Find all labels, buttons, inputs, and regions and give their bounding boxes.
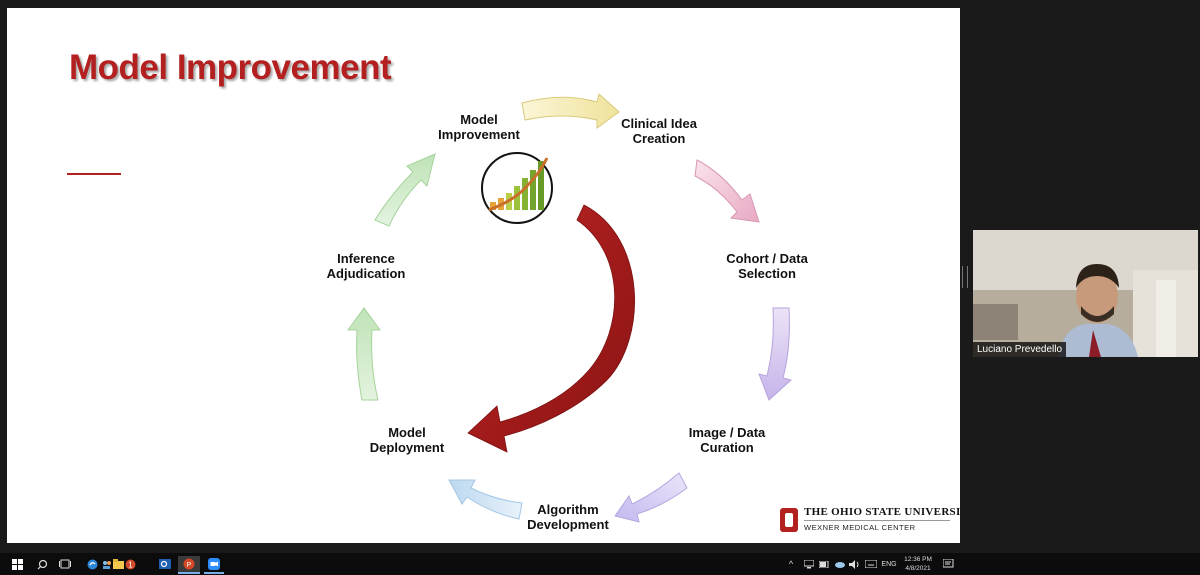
step-label-line: Development xyxy=(527,517,609,532)
store-icon[interactable]: 1 xyxy=(124,556,136,572)
system-clock[interactable]: 12:36 PM 4/8/2021 xyxy=(897,555,939,573)
cycle-arrow-7 xyxy=(374,153,436,227)
step-label-line: Adjudication xyxy=(326,266,406,281)
clock-time: 12:36 PM xyxy=(904,556,932,563)
step-label-line: Creation xyxy=(632,131,686,146)
slide: Model Improvement xyxy=(7,8,960,543)
slide-title: Model Improvement xyxy=(69,48,392,87)
step-label-line: Algorithm xyxy=(537,502,599,517)
zoom-icon[interactable] xyxy=(204,556,224,574)
step-label-line: Curation xyxy=(700,440,754,455)
osu-name: THE OHIO STATE UNIVERSITY xyxy=(804,506,960,518)
step-label-line: Clinical Idea xyxy=(621,116,697,131)
cycle-arrow-5 xyxy=(448,479,523,520)
step-model-deployment: Model Deployment xyxy=(357,425,457,455)
osu-divider xyxy=(804,520,950,521)
clock-date: 4/8/2021 xyxy=(905,565,931,572)
battery-icon[interactable] xyxy=(818,556,830,572)
edge-icon[interactable] xyxy=(86,556,98,572)
step-label-line: Image / Data xyxy=(688,425,766,440)
task-view-icon[interactable] xyxy=(58,556,72,572)
onedrive-icon[interactable] xyxy=(833,556,845,572)
osu-logo: THE OHIO STATE UNIVERSITY WEXNER MEDICAL… xyxy=(780,506,960,536)
keyboard-icon[interactable] xyxy=(864,556,878,572)
step-label-line: Selection xyxy=(738,266,796,281)
participant-video-feed xyxy=(973,230,1198,357)
step-clinical-idea: Clinical Idea Creation xyxy=(609,116,709,146)
input-language[interactable]: ENG xyxy=(881,560,897,568)
step-model-improvement: Model Improvement xyxy=(429,112,529,142)
step-image-data: Image / Data Curation xyxy=(677,425,777,455)
file-explorer-icon[interactable] xyxy=(112,556,124,572)
outlook-icon[interactable] xyxy=(158,556,172,572)
osu-subtitle: WEXNER MEDICAL CENTER xyxy=(804,523,916,532)
chevron-up-icon[interactable]: ^ xyxy=(788,559,794,569)
volume-icon[interactable] xyxy=(848,556,860,572)
cycle-arrow-1 xyxy=(521,93,620,129)
cycle-arrow-6 xyxy=(347,307,381,401)
title-underline xyxy=(67,173,121,175)
svg-text:P: P xyxy=(187,562,192,569)
step-label-line: Deployment xyxy=(369,440,445,455)
step-cohort-data: Cohort / Data Selection xyxy=(717,251,817,281)
step-label-line: Model xyxy=(460,112,498,127)
step-inference: Inference Adjudication xyxy=(316,251,416,281)
windows-start-icon[interactable] xyxy=(10,556,24,572)
network-icon[interactable] xyxy=(803,556,815,572)
powerpoint-icon[interactable]: P xyxy=(178,556,200,574)
osu-block-o-icon xyxy=(780,508,798,532)
participant-name: Luciano Prevedello xyxy=(973,342,1067,357)
search-icon[interactable] xyxy=(35,556,49,572)
people-icon[interactable] xyxy=(100,556,112,572)
step-label-line: Cohort / Data xyxy=(726,251,808,266)
step-algorithm: Algorithm Development xyxy=(518,502,618,532)
shortcut-arrow xyxy=(467,204,636,453)
notification-badge: 1 xyxy=(128,560,133,569)
action-center-icon[interactable] xyxy=(941,556,955,572)
growth-chart-icon xyxy=(481,152,553,224)
step-label-line: Improvement xyxy=(438,127,520,142)
cycle-arrow-3 xyxy=(758,307,793,401)
cycle-arrow-2 xyxy=(694,159,760,223)
step-label-line: Model xyxy=(388,425,426,440)
cycle-diagram xyxy=(347,93,793,523)
cycle-arrow-4 xyxy=(614,472,688,523)
panel-resize-handle[interactable] xyxy=(962,266,968,288)
taskbar: 1 P ^ ENG 12:36 PM 4/8/2021 xyxy=(0,553,1200,575)
step-label-line: Inference xyxy=(337,251,395,266)
presentation-window: Model Improvement xyxy=(0,0,1200,553)
participant-video[interactable]: Luciano Prevedello xyxy=(973,230,1198,357)
